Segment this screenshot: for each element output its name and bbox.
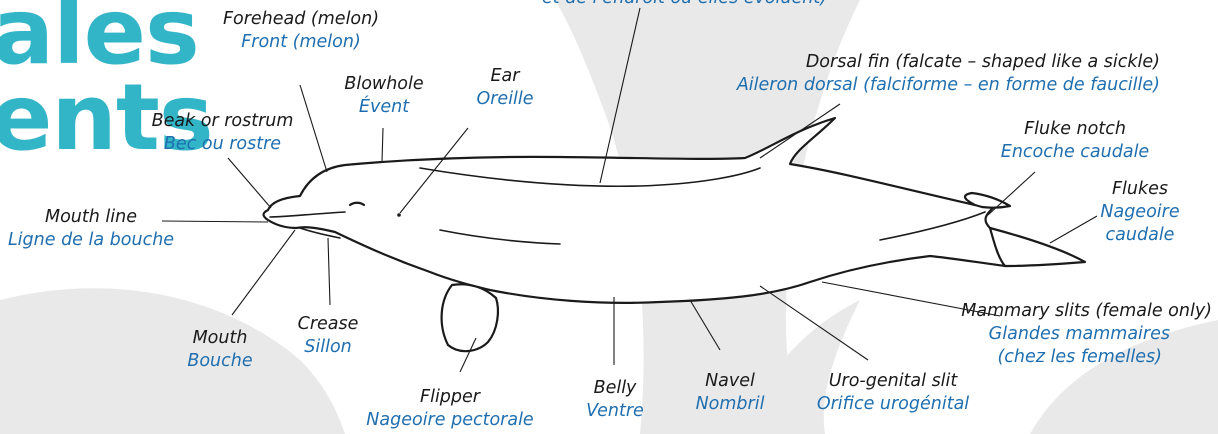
label-navel: Navel Nombril [690,370,770,416]
label-fluke-notch-en: Fluke notch [995,118,1155,141]
label-belly-fr: Ventre [580,400,650,423]
background-shape-left [0,288,345,434]
label-top-continuation: et de l'endroit où elles évoluent) [542,0,827,10]
label-urogenital-en: Uro-genital slit [808,370,978,393]
label-forehead-en: Forehead (melon) [201,8,401,31]
label-mouth-line: Mouth line Ligne de la bouche [0,206,182,252]
label-ear: Ear Oreille [460,65,550,111]
label-beak: Beak or rostrum Bec ou rostre [140,110,305,156]
label-fluke-notch-fr: Encoche caudale [995,141,1155,164]
label-crease-fr: Sillon [283,336,373,359]
label-blowhole-en: Blowhole [334,73,434,96]
flipper-shape [442,284,498,351]
label-crease-en: Crease [283,313,373,336]
label-flipper: Flipper Nageoire pectorale [360,386,540,432]
label-forehead: Forehead (melon) Front (melon) [201,8,401,54]
label-mammary-fr-2: (chez les femelles) [940,346,1212,369]
label-mammary-slits: Mammary slits (female only) Glandes mamm… [940,300,1212,369]
label-urogenital-slit: Uro-genital slit Orifice urogénital [808,370,978,416]
label-crease: Crease Sillon [283,313,373,359]
label-belly-en: Belly [580,377,650,400]
label-flipper-fr: Nageoire pectorale [360,409,540,432]
label-navel-en: Navel [690,370,770,393]
label-flukes-fr-1: Nageoire [1080,201,1200,224]
label-flukes: Flukes Nageoire caudale [1080,178,1200,247]
label-ear-fr: Oreille [460,88,550,111]
label-beak-en: Beak or rostrum [140,110,305,133]
label-belly: Belly Ventre [580,377,650,423]
label-dorsal-fr: Aileron dorsal (falciforme – en forme de… [700,74,1160,97]
label-urogenital-fr: Orifice urogénital [808,393,978,416]
label-flipper-en: Flipper [360,386,540,409]
fluke-lower [990,228,1085,266]
label-ear-en: Ear [460,65,550,88]
label-flukes-en: Flukes [1080,178,1200,201]
label-beak-fr: Bec ou rostre [140,133,305,156]
label-dorsal-en: Dorsal fin (falcate – shaped like a sick… [700,51,1160,74]
label-forehead-fr: Front (melon) [201,31,401,54]
label-fluke-notch: Fluke notch Encoche caudale [995,118,1155,164]
label-mouth-line-fr: Ligne de la bouche [0,229,182,252]
label-mammary-fr-1: Glandes mammaires [940,323,1212,346]
ear-dot [397,213,401,217]
label-navel-fr: Nombril [690,393,770,416]
label-flukes-fr-2: caudale [1080,224,1200,247]
label-mouth-fr: Bouche [175,350,265,373]
label-mouth-en: Mouth [175,327,265,350]
label-mouth: Mouth Bouche [175,327,265,373]
label-blowhole-fr: Évent [334,96,434,119]
label-mouth-line-en: Mouth line [0,206,182,229]
label-blowhole: Blowhole Évent [334,73,434,119]
label-dorsal-fin: Dorsal fin (falcate – shaped like a sick… [700,51,1160,97]
label-mammary-en: Mammary slits (female only) [940,300,1212,323]
